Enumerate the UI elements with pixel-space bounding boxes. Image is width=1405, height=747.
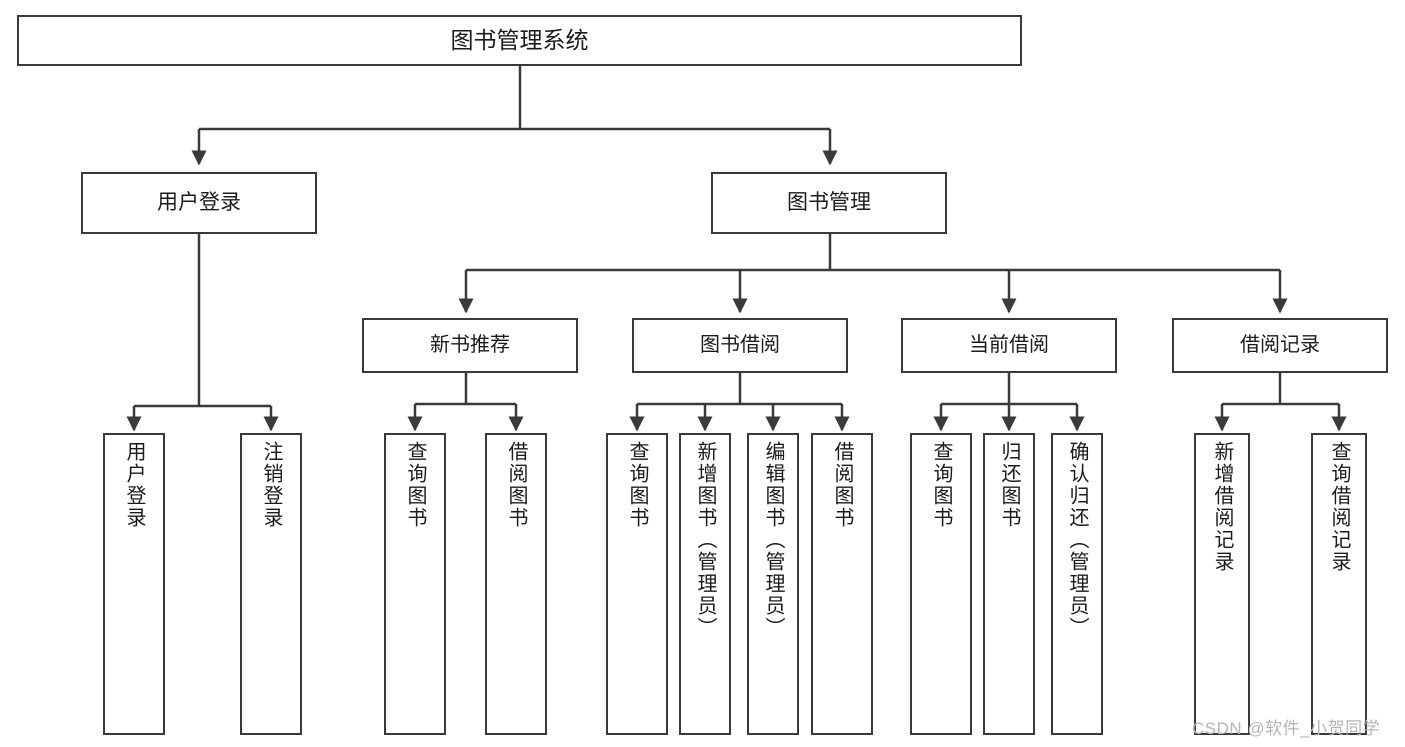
node-root-system-label: 图书管理系统 [450,26,589,53]
node-book-borrow[interactable]: 图书借阅 [632,318,848,373]
leaf-current-query-book[interactable]: 查询图书 [910,433,972,735]
node-current-borrow[interactable]: 当前借阅 [901,318,1117,373]
leaf-new-book-query-label: 查询图书 [404,441,426,529]
leaf-user-login-signin-label: 用户登录 [123,441,145,529]
leaf-record-query-record-label: 查询借阅记录 [1328,441,1350,573]
node-borrow-record-label: 借阅记录 [1240,333,1320,356]
leaf-user-login-signout[interactable]: 注销登录 [240,433,302,735]
node-current-borrow-label: 当前借阅 [969,333,1049,356]
leaf-borrow-borrow-book[interactable]: 借阅图书 [811,433,873,735]
node-book-management[interactable]: 图书管理 [711,172,947,234]
leaf-record-add-record[interactable]: 新增借阅记录 [1194,433,1250,735]
node-user-login[interactable]: 用户登录 [81,172,317,234]
leaf-user-login-signin[interactable]: 用户登录 [103,433,165,735]
leaf-record-add-record-label: 新增借阅记录 [1211,441,1233,573]
leaf-record-query-record[interactable]: 查询借阅记录 [1311,433,1367,735]
leaf-borrow-add-book[interactable]: 新增图书（管理员） [679,433,731,735]
leaf-current-confirm-return[interactable]: 确认归还（管理员） [1051,433,1103,735]
leaf-new-book-borrow-label: 借阅图书 [505,441,527,529]
leaf-new-book-borrow[interactable]: 借阅图书 [485,433,547,735]
leaf-borrow-edit-book-label: 编辑图书（管理员） [762,441,784,639]
leaf-borrow-edit-book[interactable]: 编辑图书（管理员） [747,433,799,735]
node-new-book-recommend[interactable]: 新书推荐 [362,318,578,373]
leaf-current-query-book-label: 查询图书 [930,441,952,529]
leaf-borrow-query-book-label: 查询图书 [626,441,648,529]
leaf-current-return-book-label: 归还图书 [998,441,1020,529]
node-book-management-label: 图书管理 [787,190,871,214]
leaf-new-book-query[interactable]: 查询图书 [384,433,446,735]
leaf-user-login-signout-label: 注销登录 [260,441,282,529]
node-book-borrow-label: 图书借阅 [700,333,780,356]
node-borrow-record[interactable]: 借阅记录 [1172,318,1388,373]
node-new-book-recommend-label: 新书推荐 [430,333,510,356]
leaf-current-confirm-return-label: 确认归还（管理员） [1066,441,1088,639]
leaf-borrow-query-book[interactable]: 查询图书 [606,433,668,735]
node-user-login-label: 用户登录 [157,190,241,214]
csdn-watermark: CSDN @软件_小贺同学 [1192,719,1381,738]
leaf-borrow-borrow-book-label: 借阅图书 [831,441,853,529]
leaf-borrow-add-book-label: 新增图书（管理员） [694,441,716,639]
node-root-system[interactable]: 图书管理系统 [17,15,1022,66]
leaf-current-return-book[interactable]: 归还图书 [983,433,1035,735]
